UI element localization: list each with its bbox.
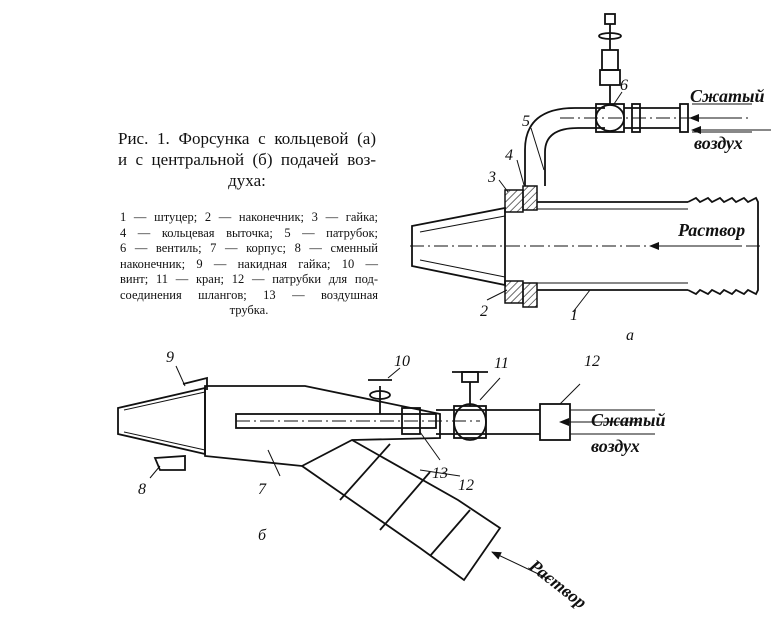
panel-letter-a: а	[626, 327, 634, 344]
callout-7: 7	[258, 481, 267, 498]
flow-label-air-b-1: Сжатый	[591, 410, 666, 430]
callout-1: 1	[570, 307, 578, 324]
nozzle-diagram-b	[117, 365, 655, 582]
legend-line: 6 — вентиль; 7 — корпус; 8 — сменный	[120, 241, 378, 255]
callout-8: 8	[138, 481, 146, 498]
legend-line: наконечник; 9 — накидная гайка; 10 —	[120, 256, 378, 271]
flow-label-air-b-2: воздух	[591, 436, 640, 456]
caption-line-3: духа:	[228, 171, 266, 190]
panel-letter-b: б	[258, 527, 267, 544]
legend-line: 4 — кольцевая выточка; 5 — патрубок;	[120, 225, 378, 240]
callout-3: 3	[487, 169, 496, 186]
air-pipe-a	[524, 107, 605, 186]
caption-line-1: Рис. 1. Форсунка с кольцевой (а)	[118, 129, 376, 148]
flow-label-air-a-2: воздух	[694, 133, 743, 153]
flow-label-solution-a: Раствор	[677, 220, 745, 240]
flow-label-air-a-1: Сжатый	[690, 86, 765, 106]
flow-label-solution-b: Раствор	[525, 555, 591, 613]
callout-9: 9	[166, 349, 174, 366]
callout-10: 10	[394, 353, 410, 370]
nut-a-top	[504, 189, 524, 213]
callout-12-solution: 12	[458, 477, 474, 494]
replaceable-tip-b	[117, 386, 206, 456]
callout-2: 2	[480, 303, 488, 320]
body-b	[204, 385, 441, 467]
legend-line: соединения шлангов; 13 — воздушная	[120, 287, 378, 302]
hose-coupling-solution-b	[301, 439, 502, 582]
figure-caption: Рис. 1. Форсунка с кольцевой (а) и с цен…	[118, 128, 376, 191]
caption-line-2: и с центральной (б) подачей воз-	[118, 150, 376, 169]
legend-line: 1 — штуцер; 2 — наконечник; 3 — гайка;	[120, 210, 378, 224]
callout-13: 13	[432, 465, 448, 482]
callout-5: 5	[522, 113, 530, 130]
legend-line: трубка.	[229, 303, 269, 317]
nozzle-diagram-a	[410, 13, 771, 313]
legend-line: винт; 11 — кран; 12 — патрубки для под-	[120, 272, 378, 286]
figure-legend: 1 — штуцер; 2 — наконечник; 3 — гайка; 4…	[120, 210, 378, 319]
callout-6: 6	[620, 77, 628, 94]
callout-12-air: 12	[584, 353, 600, 370]
nut-a-bottom	[504, 280, 524, 304]
callout-4: 4	[505, 147, 513, 164]
callout-11: 11	[494, 355, 509, 372]
ring-groove-a-top	[522, 185, 538, 211]
ring-groove-a-bottom	[522, 282, 538, 308]
